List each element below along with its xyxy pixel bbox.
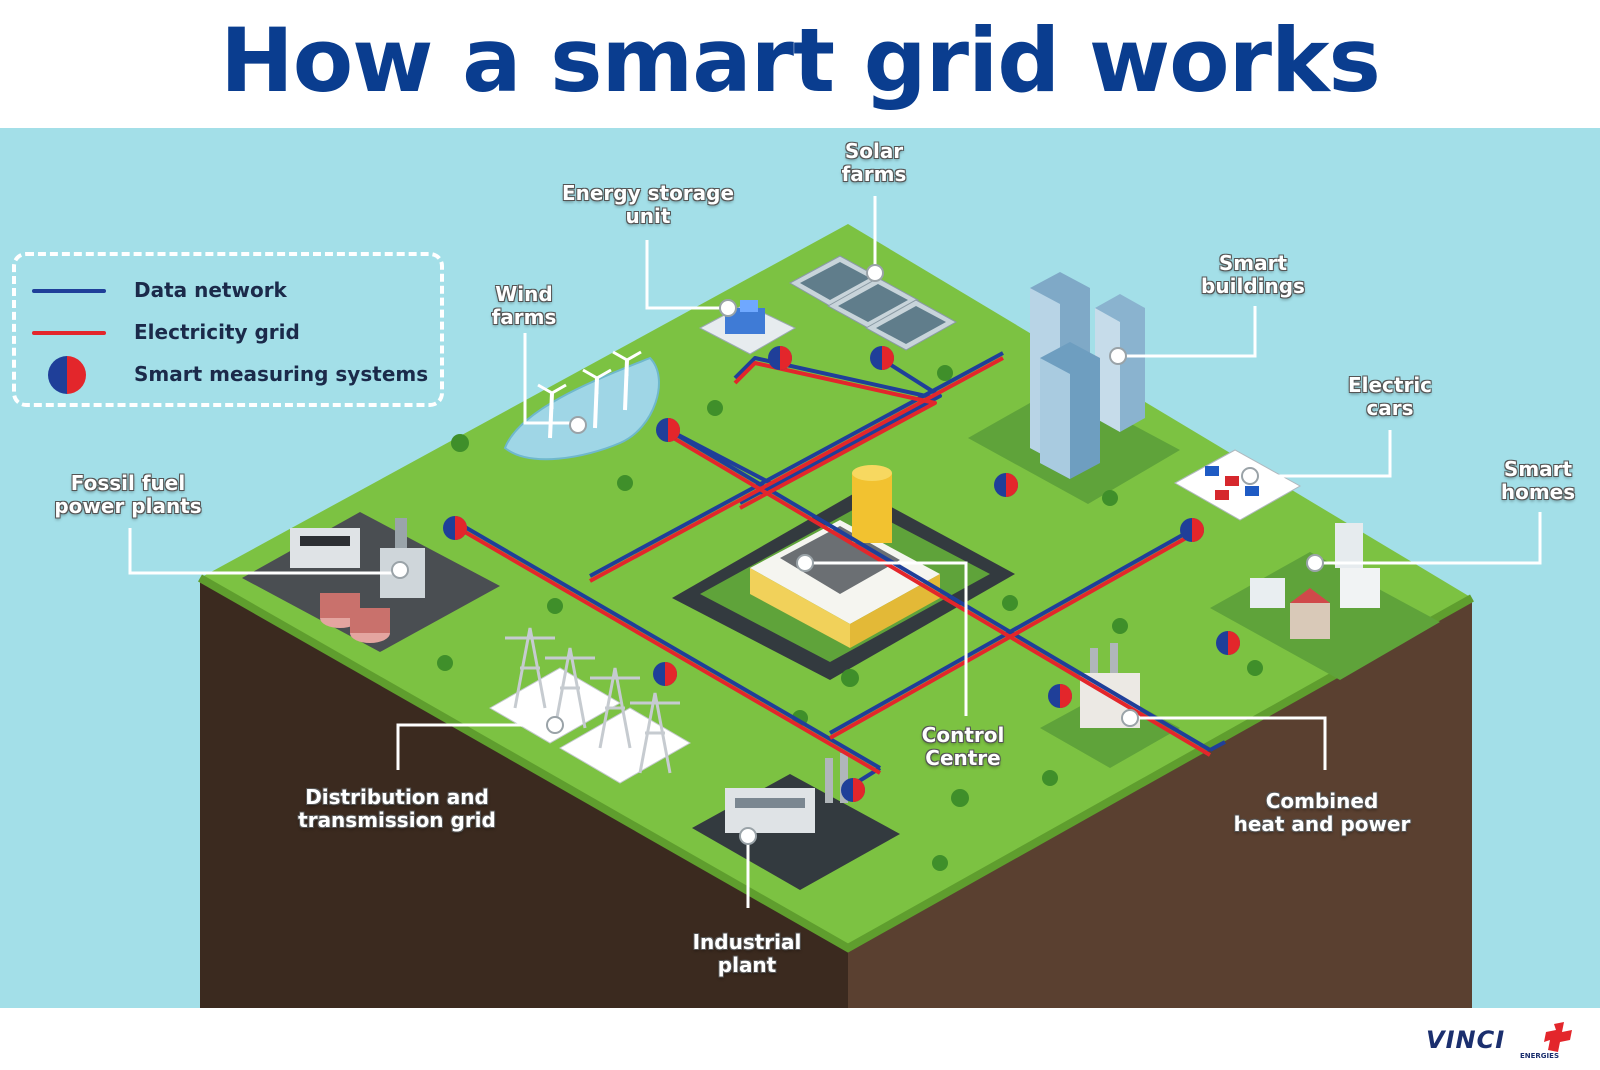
control-centre (672, 465, 1015, 680)
legend: Data network Electricity grid Smart meas… (12, 252, 444, 407)
legend-item-data-network: Data network (16, 270, 440, 310)
soil-right (848, 598, 1472, 1008)
footer: VINCI ENERGIES (0, 1008, 1600, 1070)
logo-word: VINCI (1426, 1026, 1506, 1054)
electricity-grid-swatch (32, 331, 106, 335)
smart-meter-icon (48, 356, 86, 394)
industrial-plant (692, 753, 900, 890)
solar-farm (788, 255, 958, 351)
diagram-scene: Data network Electricity grid Smart meas… (0, 128, 1600, 1008)
vinci-logo: VINCI ENERGIES (1426, 1022, 1586, 1066)
vinci-cross-icon (1544, 1022, 1572, 1052)
legend-label: Electricity grid (134, 320, 300, 344)
smart-homes (1210, 523, 1440, 680)
grass-edge (198, 574, 1474, 953)
electric-cars (1173, 449, 1302, 521)
legend-item-smart-measuring: Smart measuring systems (16, 354, 440, 394)
wind-farm (503, 350, 660, 461)
logo-sub: ENERGIES (1520, 1052, 1559, 1060)
soil-left (200, 578, 848, 1008)
legend-item-electricity-grid: Electricity grid (16, 312, 440, 352)
fossil-plant (242, 512, 500, 652)
legend-label: Data network (134, 278, 287, 302)
grid-lines (456, 351, 1226, 790)
isometric-map (128, 196, 1542, 1008)
smart-meters (443, 346, 1240, 802)
legend-label: Smart measuring systems (134, 362, 429, 386)
data-network-swatch (32, 289, 106, 293)
callout-anchors (391, 264, 1324, 845)
callout-leaders (128, 196, 1542, 908)
page-title: How a smart grid works (220, 9, 1381, 112)
